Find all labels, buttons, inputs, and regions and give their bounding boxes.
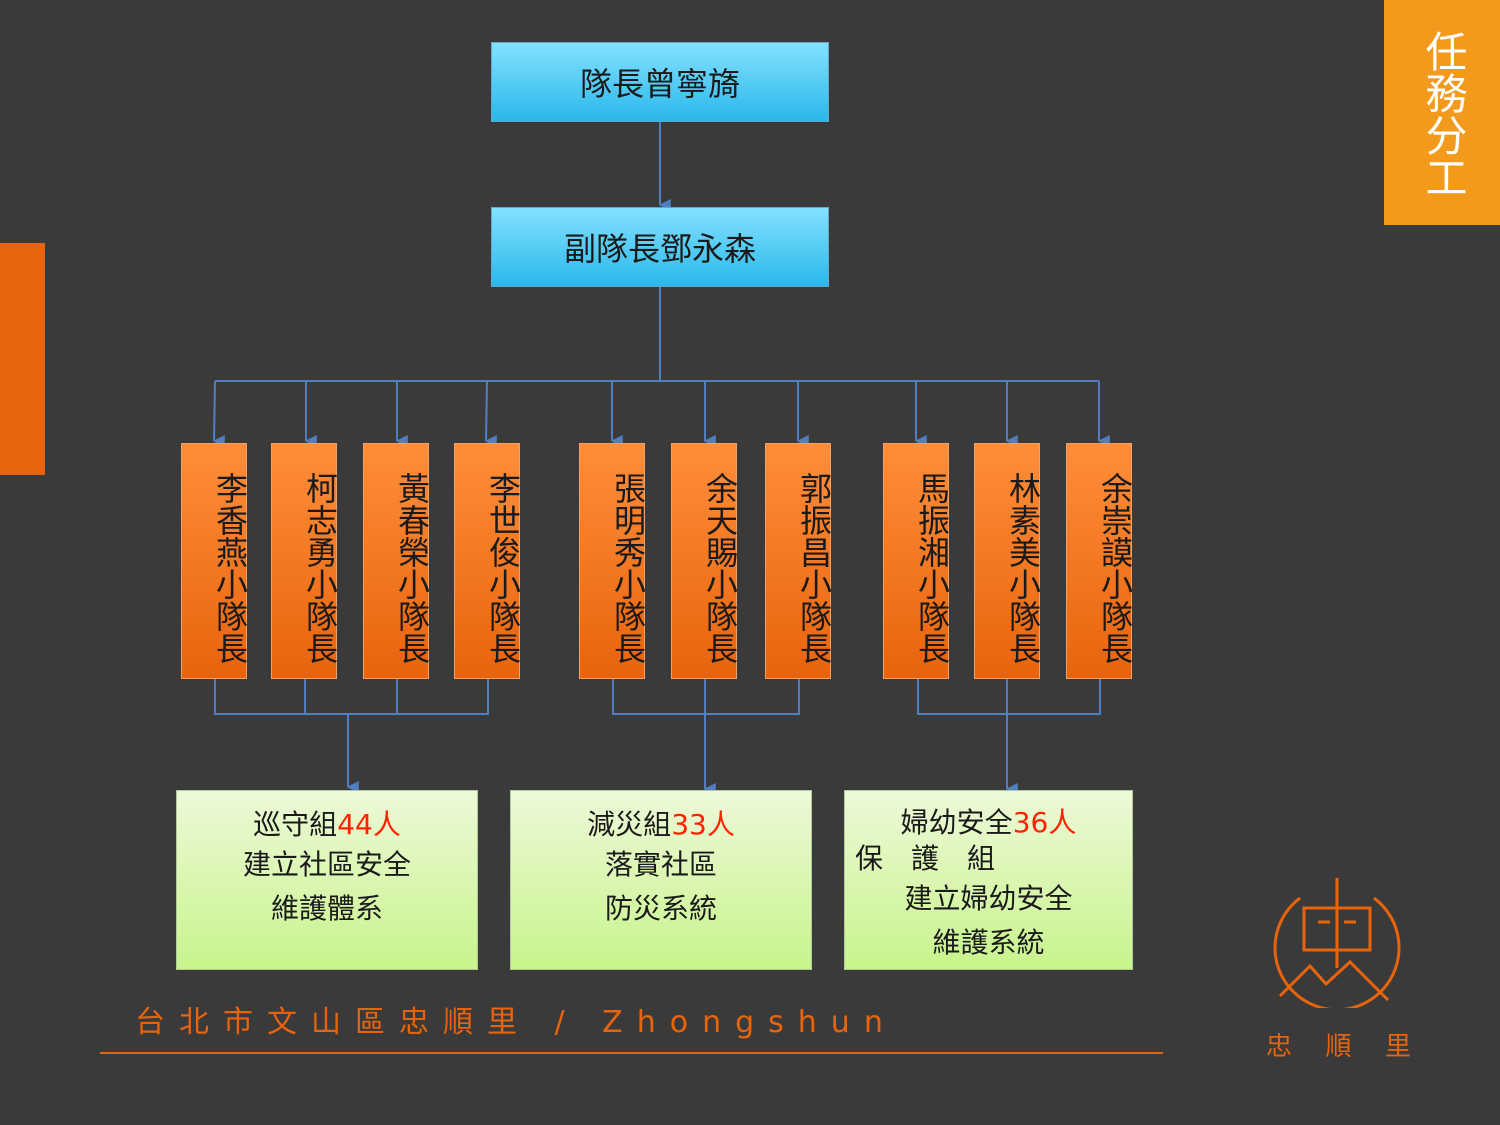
arrow-leader-1 xyxy=(212,380,225,448)
group-line: 建立社區安全 xyxy=(242,848,411,881)
group-name: 減災組 xyxy=(587,808,672,841)
group-title: 減災組33人 xyxy=(511,803,811,843)
leader-label: 馬振湘小隊長 xyxy=(913,472,951,664)
captain-label: 隊長曾寧旖 xyxy=(579,65,740,103)
vice-captain-label: 副隊長鄧永森 xyxy=(563,230,756,268)
group-line: 落實社區 xyxy=(604,848,717,881)
corner-tab xyxy=(1384,0,1500,225)
group-box-patrol: 巡守組44人 建立社區安全 維護體系 xyxy=(176,790,478,970)
group-box-women-children: 婦幼安全36人 保 護 組 建立婦幼安全 維護系統 xyxy=(844,790,1133,970)
group-count: 33人 xyxy=(671,808,735,841)
leader-label: 余天賜小隊長 xyxy=(701,472,739,664)
group-name: 婦幼安全 xyxy=(900,806,1013,839)
logo-label: 忠 順 里 xyxy=(1266,1026,1411,1063)
leader-box: 郭振昌小隊長 xyxy=(765,443,833,679)
leader-label: 黃春榮小隊長 xyxy=(393,472,431,664)
footer-text: 台北市文山區忠順里 / Zhongshun xyxy=(135,1005,897,1040)
group-name: 巡守組 xyxy=(253,808,338,841)
leader-label: 李香燕小隊長 xyxy=(211,472,249,664)
leader-box: 馬振湘小隊長 xyxy=(883,443,951,679)
leader-label: 李世俊小隊長 xyxy=(484,472,522,664)
group-line: 建立婦幼安全 xyxy=(904,882,1073,915)
leader-label: 柯志勇小隊長 xyxy=(301,472,339,664)
group-count: 36人 xyxy=(1012,806,1077,839)
arrow-leader-4 xyxy=(484,380,497,448)
leader-box: 李香燕小隊長 xyxy=(181,443,249,679)
leader-box: 余崇謨小隊長 xyxy=(1066,443,1134,679)
group-count: 44人 xyxy=(337,808,401,841)
group-name-line2: 保 護 組 xyxy=(855,842,996,875)
zhongshun-logo-icon xyxy=(1273,878,1401,1008)
logo-char: 順 xyxy=(1325,1032,1352,1062)
captain-box: 隊長曾寧旖 xyxy=(491,42,829,122)
leader-label: 余崇謨小隊長 xyxy=(1096,472,1134,664)
leader-label: 林素美小隊長 xyxy=(1004,472,1042,664)
group-title: 婦幼安全36人 xyxy=(845,801,1132,841)
footer-divider xyxy=(100,1052,1163,1054)
group-line: 防災系統 xyxy=(604,892,717,925)
vice-captain-box: 副隊長鄧永森 xyxy=(491,207,829,287)
group-line: 維護體系 xyxy=(270,892,383,925)
leader-box: 黃春榮小隊長 xyxy=(363,443,431,679)
group-box-disaster: 減災組33人 落實社區 防災系統 xyxy=(510,790,812,970)
side-accent-bar xyxy=(0,243,45,475)
leader-box: 林素美小隊長 xyxy=(974,443,1042,679)
logo-char: 忠 xyxy=(1266,1032,1293,1062)
bracket-group-3 xyxy=(917,679,1101,715)
logo-char: 里 xyxy=(1384,1032,1411,1062)
leader-label: 張明秀小隊長 xyxy=(609,472,647,664)
group-title: 巡守組44人 xyxy=(177,803,477,843)
leader-label: 郭振昌小隊長 xyxy=(795,472,833,664)
leader-box: 張明秀小隊長 xyxy=(579,443,647,679)
slide-title: 任務分工 xyxy=(1419,30,1468,198)
leader-box: 李世俊小隊長 xyxy=(454,443,522,679)
leader-box: 柯志勇小隊長 xyxy=(271,443,339,679)
leader-box: 余天賜小隊長 xyxy=(671,443,739,679)
group-line: 維護系統 xyxy=(932,926,1045,959)
bracket-group-1 xyxy=(214,679,489,715)
